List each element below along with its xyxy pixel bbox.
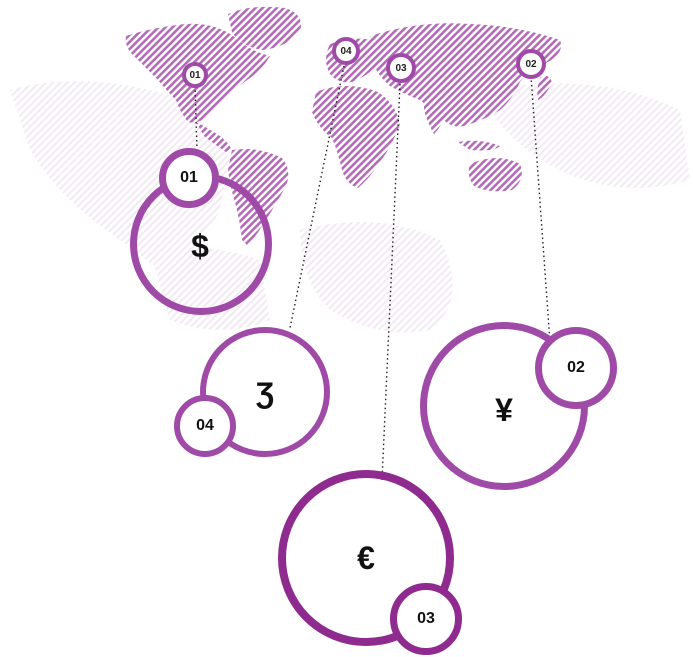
map-pin-01[interactable]: 01 — [182, 62, 208, 88]
map-pin-label: 04 — [340, 45, 352, 57]
currency-ring — [278, 470, 454, 646]
map-pin-label: 02 — [525, 58, 537, 70]
connector-lines — [194, 65, 551, 481]
currency-ring — [200, 327, 330, 457]
map-pin-04[interactable]: 04 — [332, 37, 360, 65]
map-pin-label: 01 — [189, 69, 201, 81]
map-pin-label: 03 — [395, 62, 407, 74]
currency-badge: 04 — [174, 395, 236, 457]
yen-icon: ¥ — [495, 391, 513, 428]
dollar-icon: $ — [191, 227, 209, 264]
connector-03 — [381, 83, 401, 481]
currency-04-icon: Ʒ — [255, 377, 275, 410]
map-pin-02[interactable]: 02 — [516, 49, 546, 79]
map-pin-03[interactable]: 03 — [386, 53, 416, 83]
currency-badge: 02 — [535, 327, 617, 409]
currency-badge: 03 — [390, 583, 462, 655]
currency-badge: 01 — [159, 148, 219, 208]
euro-icon: € — [357, 539, 375, 576]
connector-01 — [194, 85, 198, 151]
